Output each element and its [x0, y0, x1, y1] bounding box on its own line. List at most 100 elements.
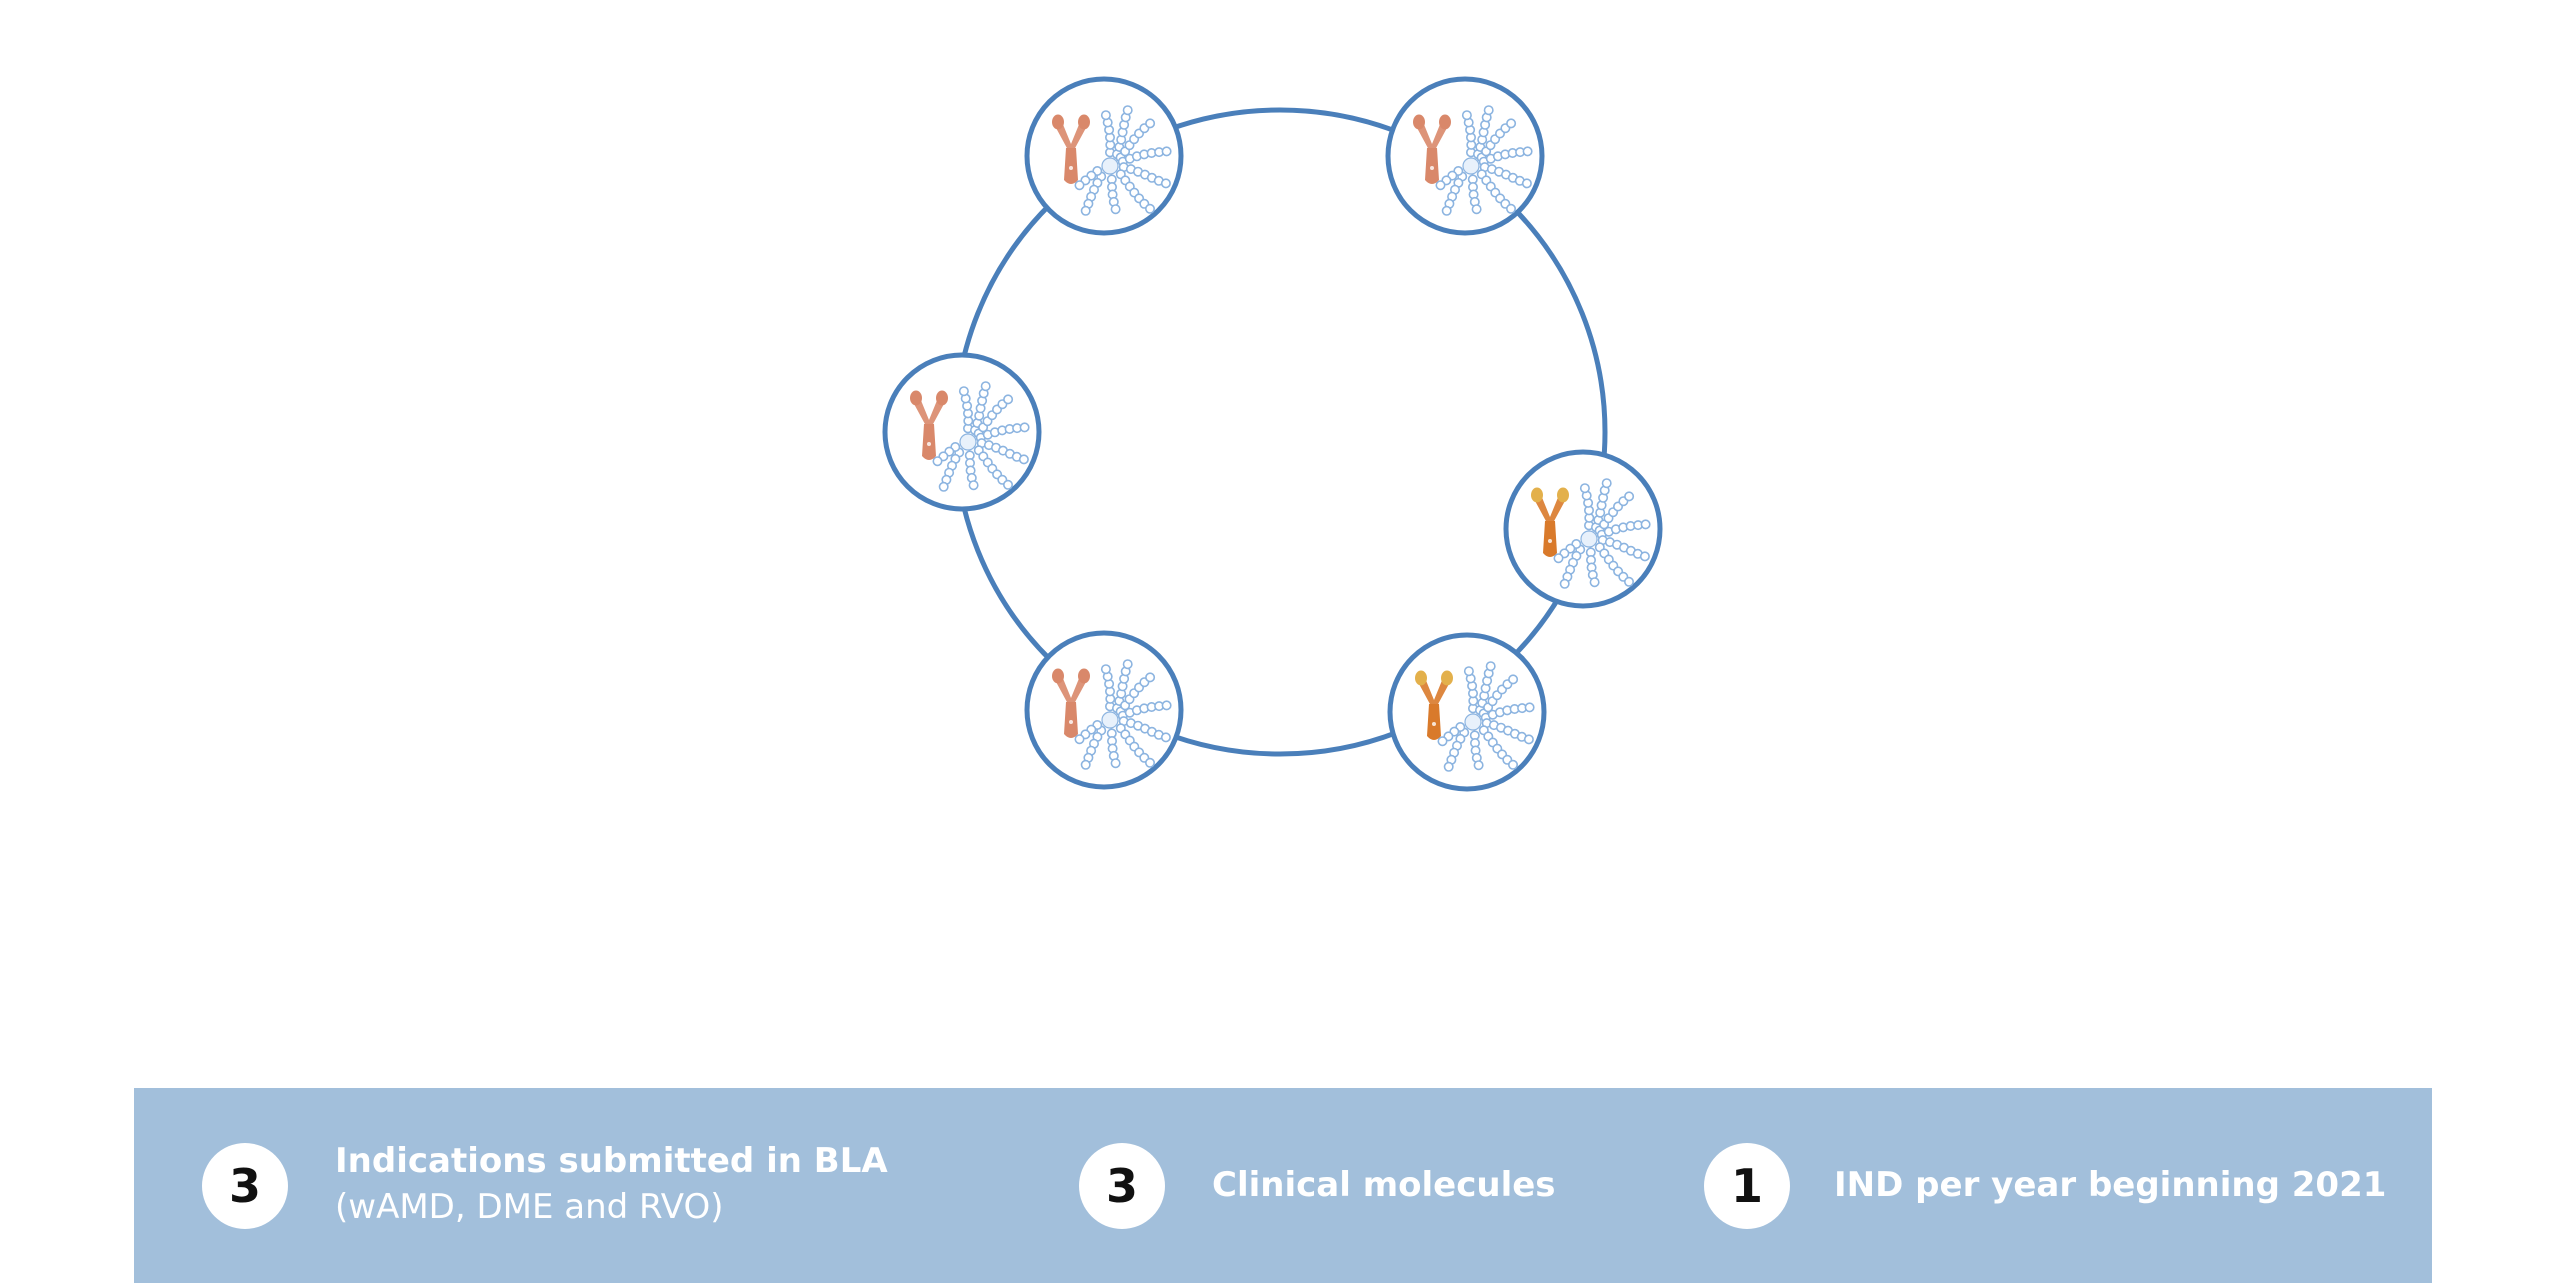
polymer-core — [1580, 530, 1598, 548]
stat-text: Indications submitted in BLA (wAMD, DME … — [335, 1138, 888, 1230]
antibody-icon — [1415, 670, 1453, 740]
polymer-bubble — [1463, 666, 1474, 677]
polymer-bubble — [1483, 105, 1494, 116]
polymer-bubble — [1160, 178, 1171, 189]
antibody-fab-right — [1078, 668, 1090, 684]
node-circle — [1503, 449, 1663, 609]
polymer-bubble — [1559, 578, 1570, 589]
antibody-highlight — [1069, 720, 1073, 724]
antibody-fab-left — [1415, 670, 1427, 686]
antibody-polymer-conjugate-icon — [1415, 661, 1535, 772]
node-right — [1503, 449, 1663, 609]
polymer-core — [1462, 157, 1480, 175]
polymer-bubble — [1435, 180, 1446, 191]
polymer-bubble — [1100, 664, 1111, 675]
nodes-layer — [882, 76, 1663, 792]
stat-label: Clinical molecules — [1212, 1165, 1556, 1205]
polymer-bubble — [1122, 105, 1133, 116]
polymer-bubble — [1579, 483, 1590, 494]
polymer-bubble — [1074, 180, 1085, 191]
node-bottom-right — [1387, 632, 1547, 792]
polymer-bubble — [938, 481, 949, 492]
polymer-core — [1101, 157, 1119, 175]
antibody-fab-right — [1441, 670, 1453, 686]
polymer-core — [959, 433, 977, 451]
polymer-bubble — [1521, 178, 1532, 189]
antibody-arms — [913, 398, 945, 426]
polymer-core — [1101, 711, 1119, 729]
polymer-bubble — [1080, 205, 1091, 216]
antibody-fab-right — [1439, 114, 1451, 130]
antibody-arms — [1416, 122, 1448, 150]
antibody-fab-left — [910, 390, 922, 406]
stat-clinical-molecules: 3 Clinical molecules — [994, 1088, 1614, 1283]
antibody-highlight — [1430, 166, 1434, 170]
polymer-bubble — [980, 381, 991, 392]
antibody-icon — [1413, 114, 1451, 184]
node-bottom-left — [1024, 630, 1184, 790]
polymer-bubble — [1506, 118, 1517, 129]
antibody-arms — [1055, 122, 1087, 150]
polymer-bubble — [1640, 519, 1651, 530]
polymer-bubble — [1624, 576, 1635, 587]
polymer-bubble — [1485, 661, 1496, 672]
antibody-fab-left — [1531, 487, 1543, 503]
polymer-chains — [932, 381, 1030, 492]
antibody-polymer-conjugate-icon — [1052, 659, 1172, 770]
polymer-bubble — [1624, 491, 1635, 502]
polymer-chains — [1435, 105, 1533, 216]
stat-number-badge: 3 — [1079, 1143, 1165, 1229]
polymer-bubble — [1110, 204, 1121, 215]
polymer-bubble — [1508, 674, 1519, 685]
polymer-bubble — [1461, 110, 1472, 121]
polymer-bubble — [1145, 757, 1156, 768]
antibody-icon — [1052, 114, 1090, 184]
antibody-fab-right — [936, 390, 948, 406]
antibody-highlight — [1069, 166, 1073, 170]
antibody-icon — [910, 390, 948, 460]
polymer-bubble — [1018, 454, 1029, 465]
polymer-bubble — [1471, 204, 1482, 215]
antibody-polymer-conjugate-icon — [1531, 478, 1651, 589]
polymer-bubble — [1122, 659, 1133, 670]
polymer-chains — [1074, 105, 1172, 216]
stat-text: Clinical molecules — [1212, 1162, 1556, 1208]
polymer-bubble — [1506, 203, 1517, 214]
antibody-highlight — [1432, 722, 1436, 726]
node-circle — [1387, 632, 1547, 792]
antibody-fab-right — [1078, 114, 1090, 130]
polymer-bubble — [1441, 205, 1452, 216]
node-top-left — [1024, 76, 1184, 236]
polymer-bubble — [1601, 478, 1612, 489]
node-circle — [1024, 630, 1184, 790]
polymer-bubble — [1161, 146, 1172, 157]
antibody-highlight — [927, 442, 931, 446]
stats-bar: 3 Indications submitted in BLA (wAMD, DM… — [134, 1088, 2432, 1283]
stat-number-badge: 3 — [202, 1143, 288, 1229]
stat-number-badge: 1 — [1704, 1143, 1790, 1229]
polymer-bubble — [1523, 734, 1534, 745]
polymer-chains — [1437, 661, 1535, 772]
antibody-arms — [1055, 676, 1087, 704]
antibody-arms — [1418, 678, 1450, 706]
node-top-right — [1385, 76, 1545, 236]
node-left — [882, 352, 1042, 512]
polymer-bubble — [968, 480, 979, 491]
stat-indications: 3 Indications submitted in BLA (wAMD, DM… — [134, 1088, 994, 1283]
antibody-polymer-conjugate-icon — [1413, 105, 1533, 216]
antibody-polymer-conjugate-icon — [1052, 105, 1172, 216]
polymer-bubble — [1473, 760, 1484, 771]
antibody-fab-left — [1413, 114, 1425, 130]
antibody-fab-left — [1052, 114, 1064, 130]
antibody-highlight — [1548, 539, 1552, 543]
polymer-bubble — [1524, 702, 1535, 713]
node-circle — [1385, 76, 1545, 236]
stat-ind-per-year: 1 IND per year beginning 2021 — [1614, 1088, 2432, 1283]
polymer-bubble — [1145, 118, 1156, 129]
polymer-bubble — [1160, 732, 1171, 743]
polymer-bubble — [1100, 110, 1111, 121]
stat-label: Indications submitted in BLA — [335, 1141, 888, 1181]
antibody-arms — [1534, 495, 1566, 523]
polymer-bubble — [1443, 761, 1454, 772]
